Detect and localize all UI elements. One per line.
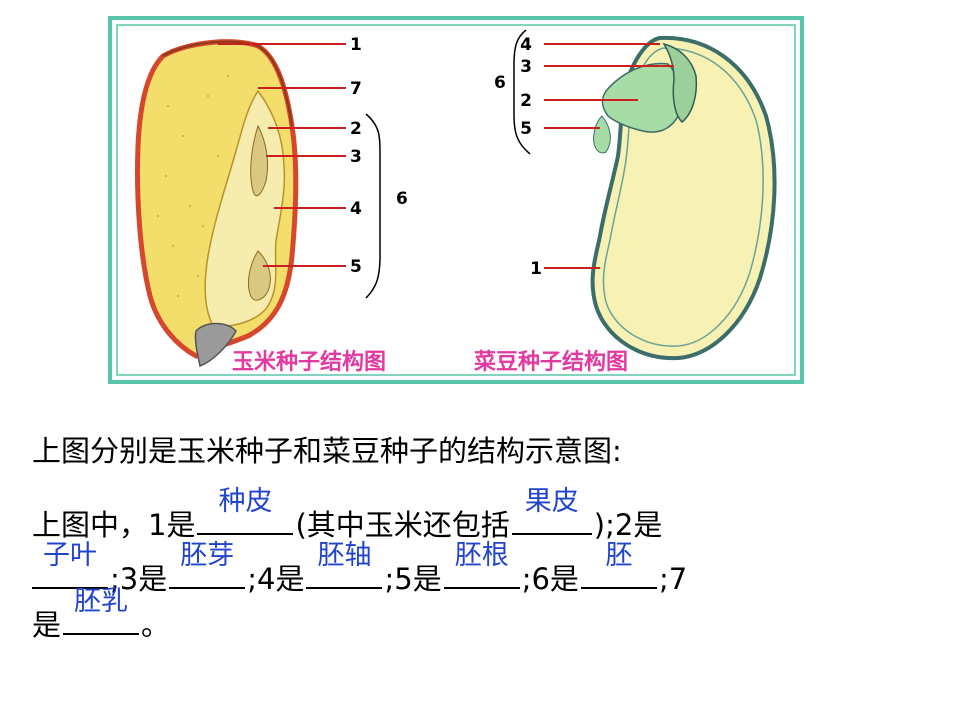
corn-texture xyxy=(157,75,229,297)
blank-5[interactable]: 胚根 xyxy=(443,540,520,589)
answer-extra: 果皮 xyxy=(524,486,579,517)
question-heading: 上图分别是玉米种子和菜豆种子的结构示意图: xyxy=(32,434,622,468)
text-seg: ;6是 xyxy=(521,562,579,596)
text-seg: 。 xyxy=(141,608,171,642)
text-seg: ;4是 xyxy=(247,562,305,596)
blank-extra[interactable]: 果皮 xyxy=(511,486,592,535)
blank-2[interactable]: 子叶 xyxy=(32,540,108,589)
bean-plumule xyxy=(662,42,698,124)
question-line-2: 上图中，1是种皮 (其中玉米还包括果皮 );2是 xyxy=(32,486,663,544)
answer-1: 种皮 xyxy=(218,486,273,517)
answer-4: 胚轴 xyxy=(317,540,372,571)
question-line-3: 子叶 ;3是胚芽 ;4是胚轴 ;5是胚根 ;6是胚 ;7 xyxy=(32,540,688,598)
corn-label-5: 5 xyxy=(350,257,362,277)
corn-pericarp-edge xyxy=(162,40,293,127)
answer-6: 胚 xyxy=(605,540,633,571)
corn-tip-cap xyxy=(194,322,237,368)
bean-embryo xyxy=(601,62,682,133)
figure-svg: 1 7 2 3 4 5 6 4 3 2 xyxy=(108,16,804,384)
bean-label-3: 3 xyxy=(520,57,532,77)
bean-leader-lines xyxy=(544,43,674,269)
corn-label-2: 2 xyxy=(350,119,362,139)
corn-caption: 玉米种子结构图 xyxy=(232,349,386,375)
bean-seed: 4 3 2 5 1 6 xyxy=(494,29,777,361)
bean-group-label-6: 6 xyxy=(494,73,506,93)
blank-1[interactable]: 种皮 xyxy=(197,486,294,535)
bean-label-5: 5 xyxy=(520,119,532,139)
answer-3: 胚芽 xyxy=(180,540,235,571)
text-seg: 上图中，1是 xyxy=(32,508,196,542)
corn-radicle xyxy=(247,250,271,301)
figure-frame-inner xyxy=(116,24,796,376)
bean-label-1: 1 xyxy=(530,259,542,279)
corn-group-label-6: 6 xyxy=(396,189,408,209)
corn-group-brace xyxy=(365,113,381,299)
answer-2: 子叶 xyxy=(43,540,97,571)
bean-label-2: 2 xyxy=(520,91,532,111)
blank-6[interactable]: 胚 xyxy=(580,540,657,589)
corn-label-4: 4 xyxy=(350,199,362,219)
answer-5: 胚根 xyxy=(454,540,509,571)
bean-caption: 菜豆种子结构图 xyxy=(473,349,628,375)
blank-3[interactable]: 胚芽 xyxy=(169,540,246,589)
text-seg: ;3是 xyxy=(110,562,168,596)
text-seg: (其中玉米还包括 xyxy=(295,508,510,542)
blank-4[interactable]: 胚轴 xyxy=(306,540,383,589)
bean-group-brace xyxy=(513,29,531,155)
corn-label-1: 1 xyxy=(350,35,362,55)
corn-plumule xyxy=(250,124,269,197)
seed-structure-figure: 1 7 2 3 4 5 6 4 3 2 xyxy=(108,16,804,384)
bean-radicle xyxy=(593,115,611,154)
corn-label-7: 7 xyxy=(350,79,362,99)
answer-7: 胚乳 xyxy=(74,586,129,617)
bean-label-4: 4 xyxy=(520,35,532,55)
question-line-4: 是胚乳。 xyxy=(32,586,171,644)
corn-seed: 1 7 2 3 4 5 6 xyxy=(135,35,408,368)
text-seg: ;5是 xyxy=(384,562,442,596)
corn-leader-lines xyxy=(218,43,346,267)
text-seg: );2是 xyxy=(593,508,663,542)
text-seg: 是 xyxy=(32,608,62,642)
text-seg: ;7 xyxy=(658,562,688,596)
corn-label-3: 3 xyxy=(350,147,362,167)
blank-7[interactable]: 胚乳 xyxy=(63,586,140,635)
